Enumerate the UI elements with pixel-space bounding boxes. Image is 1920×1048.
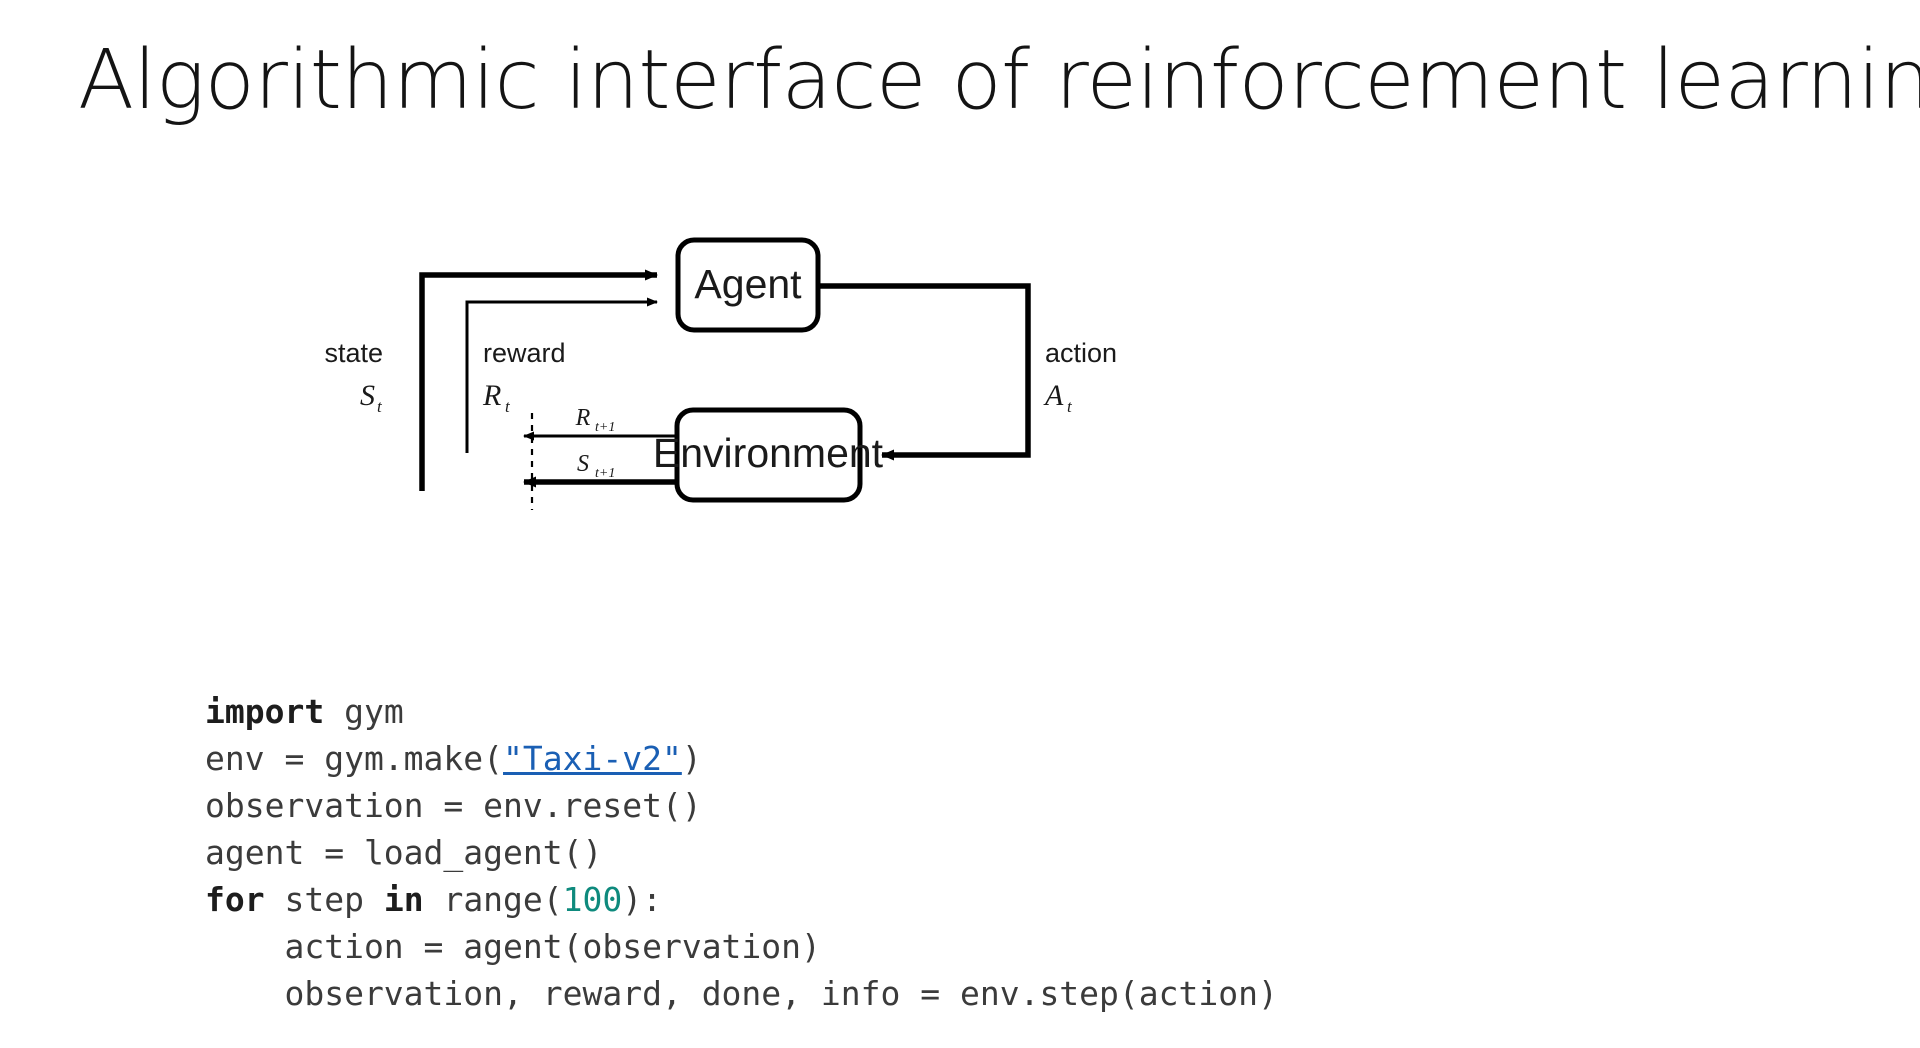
code-line: import gym (205, 688, 1278, 735)
label-action-symbol: A (1043, 379, 1064, 412)
label-state: state S t (324, 338, 383, 416)
code-line: action = agent(observation) (205, 923, 1278, 970)
code-line: env = gym.make("Taxi-v2") (205, 735, 1278, 782)
code-token: import (205, 692, 325, 731)
code-line: for step in range(100): (205, 876, 1278, 923)
code-token: agent = load_agent() (205, 833, 603, 872)
label-state-next: S t+1 (577, 451, 615, 481)
label-state-symbol: S (360, 379, 375, 412)
label-reward: reward R t (482, 338, 566, 416)
code-token: gym (324, 692, 404, 731)
code-token: for (205, 880, 265, 919)
agent-box-label: Agent (694, 261, 802, 307)
code-token: step (264, 880, 384, 919)
code-token: observation = env.reset() (205, 786, 702, 825)
agent-box: Agent (675, 237, 821, 333)
edge-state (419, 269, 658, 491)
page-title: Algorithmic interface of reinforcement l… (78, 33, 1920, 128)
code-line: observation = env.reset() (205, 782, 1278, 829)
code-token: ): (622, 880, 663, 919)
label-reward-next-symbol: R (575, 405, 591, 431)
code-token: 100 (562, 880, 623, 919)
label-state-next-symbol: S (577, 451, 589, 477)
label-reward-next: R t+1 (575, 405, 616, 435)
label-reward-next-subscript: t+1 (595, 420, 615, 435)
label-state-next-subscript: t+1 (595, 466, 615, 481)
label-state-word: state (324, 338, 383, 368)
label-reward-symbol: R (482, 379, 501, 412)
code-token: range( (423, 880, 563, 919)
environment-box: Environment (653, 407, 884, 503)
label-reward-word: reward (483, 338, 566, 368)
label-action-subscript: t (1067, 397, 1073, 416)
environment-box-label: Environment (653, 430, 884, 476)
code-token: ) (681, 739, 702, 778)
code-token: in (383, 880, 424, 919)
code-token: action = agent(observation) (205, 927, 821, 966)
code-line: agent = load_agent() (205, 829, 1278, 876)
code-token: env = gym.make( (205, 739, 504, 778)
label-action-word: action (1045, 338, 1117, 368)
edge-reward (465, 297, 658, 453)
edge-action (818, 283, 1031, 461)
code-line: observation, reward, done, info = env.st… (205, 970, 1278, 1017)
code-token: observation, reward, done, info = env.st… (205, 974, 1278, 1013)
label-state-subscript: t (377, 397, 383, 416)
label-reward-subscript: t (505, 397, 511, 416)
rl-loop-diagram: Agent Environment (324, 237, 1355, 545)
code-link-env-id[interactable]: "Taxi-v2" (503, 739, 682, 778)
label-action: action A t (1043, 338, 1117, 416)
